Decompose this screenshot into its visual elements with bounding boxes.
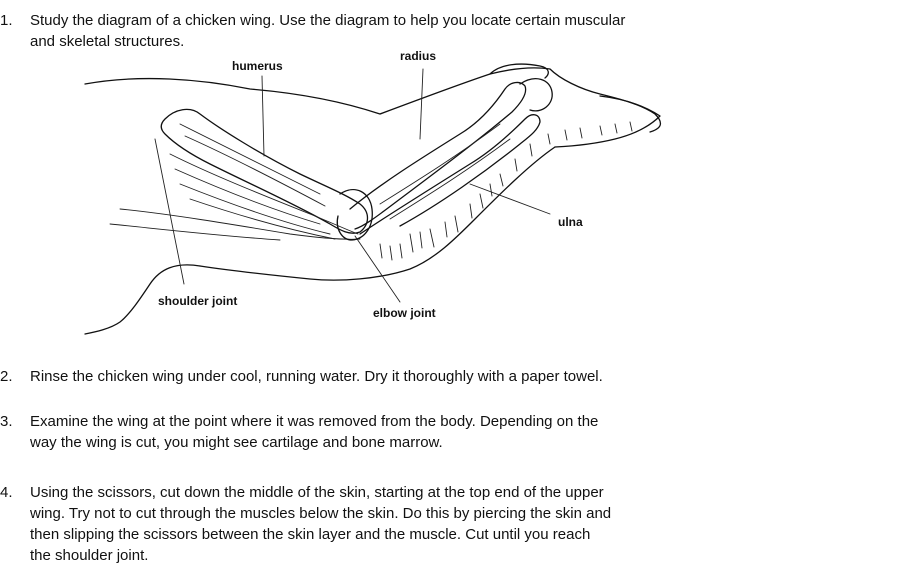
chicken-wing-diagram: humerus radius ulna shoulder joint elbow…	[84, 49, 662, 335]
step-line: the shoulder joint.	[30, 547, 149, 564]
label-ulna: ulna	[558, 215, 583, 229]
step-text: Using the scissors, cut down the middle …	[30, 482, 730, 566]
step-number: 2.	[0, 368, 13, 385]
step-line: Examine the wing at the point where it w…	[30, 413, 599, 430]
label-elbow-joint: elbow joint	[373, 306, 436, 320]
step-number: 1.	[0, 12, 13, 29]
label-humerus: humerus	[232, 59, 283, 73]
step-number: 4.	[0, 484, 13, 501]
step-text: Rinse the chicken wing under cool, runni…	[30, 366, 730, 387]
step-text: Study the diagram of a chicken wing. Use…	[30, 10, 730, 52]
step-text: Examine the wing at the point where it w…	[30, 411, 730, 453]
step-line: and skeletal structures.	[30, 33, 185, 50]
step-number: 3.	[0, 413, 13, 430]
label-radius: radius	[400, 49, 436, 63]
step-line: Study the diagram of a chicken wing. Use…	[30, 12, 626, 29]
step-line: wing. Try not to cut through the muscles…	[30, 505, 612, 522]
step-line: then slipping the scissors between the s…	[30, 526, 591, 543]
step-line: Using the scissors, cut down the middle …	[30, 484, 604, 501]
step-line: way the wing is cut, you might see carti…	[30, 434, 443, 451]
step-line: Rinse the chicken wing under cool, runni…	[30, 368, 603, 385]
label-shoulder-joint: shoulder joint	[158, 294, 237, 308]
